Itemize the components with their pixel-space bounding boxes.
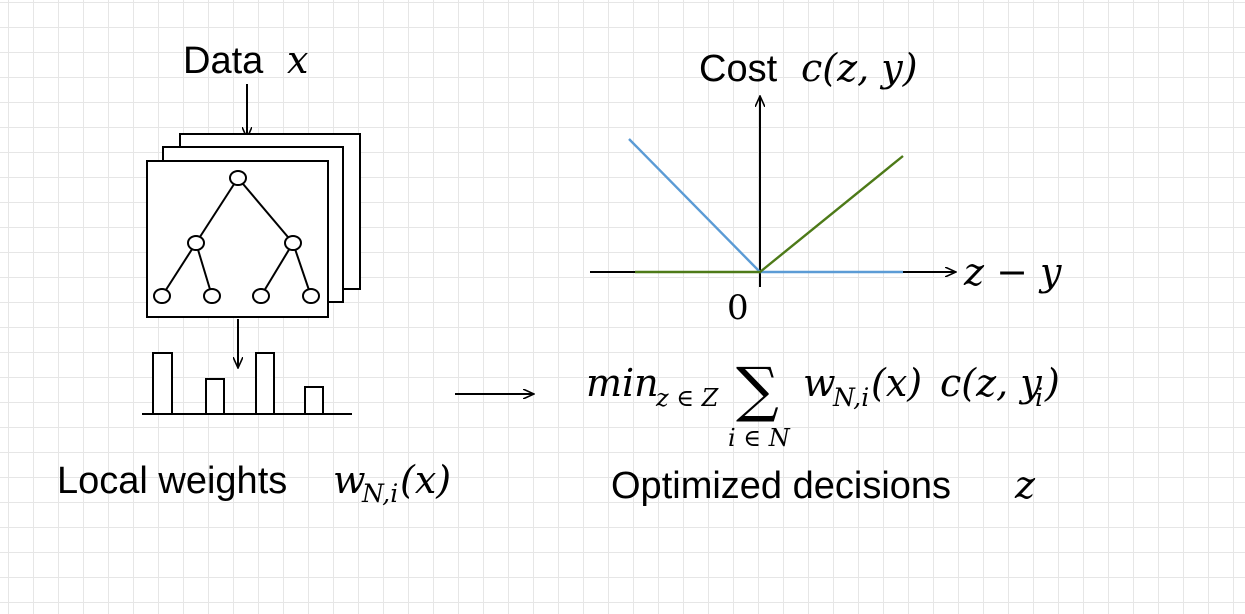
weight-bar [152,352,173,415]
tree-leaf-node [153,288,171,304]
formula-min-subscript: z ∈ Z [655,384,720,412]
formula-weight-subscript: N,i [832,383,869,412]
tree-leaf-node [252,288,270,304]
formula-cost-subscript: i [1035,383,1043,412]
green-cost-curve [635,155,904,274]
cost-curves [628,138,904,274]
weights-caption: Local weights w N,i (x) [57,458,451,508]
cost-heading: Cost c(z, y) [699,46,918,90]
tree-leaf-node [203,288,221,304]
data-variable: x [287,38,308,82]
weight-bar [304,386,324,415]
formula-cost-close: ) [1044,361,1060,405]
weights-histogram [142,352,352,415]
data-heading: Data x [183,38,308,82]
weight-bar [205,378,225,415]
formula-sigma: ∑ [736,355,779,425]
formula-sigma-subscript: i ∈ N [728,424,791,452]
tree-edges [161,177,312,297]
formula-weight: w [803,361,836,405]
data-label: Data [183,40,264,82]
formula-weight-argument: (x) [871,361,922,405]
origin-label: 0 [727,288,749,328]
tree-root-node [229,170,247,186]
blue-cost-curve [628,138,903,274]
tree-node [187,235,205,251]
cost-label: Cost [699,48,778,90]
decisions-caption: Optimized decisions z [611,463,1036,507]
formula-cost: c(z, y [940,361,1042,405]
weights-subscript: N,i [361,479,398,508]
weights-label: Local weights [57,460,287,502]
formula-min: min [586,361,659,405]
tree-node [284,235,302,251]
decisions-variable: z [1014,463,1036,507]
random-forest-icon [146,133,361,318]
tree-leaf-node [302,288,320,304]
weights-variable: w [333,458,366,502]
decisions-label: Optimized decisions [611,465,951,507]
weights-argument: (x) [400,458,451,502]
objective-formula: min z ∈ Z ∑ i ∈ N w N,i (x) c(z, y i ) [586,355,1060,452]
weight-bar [255,352,275,415]
cost-function: c(z, y) [801,46,918,90]
x-axis-label: z − y [963,250,1062,294]
tree-nodes [153,170,320,304]
